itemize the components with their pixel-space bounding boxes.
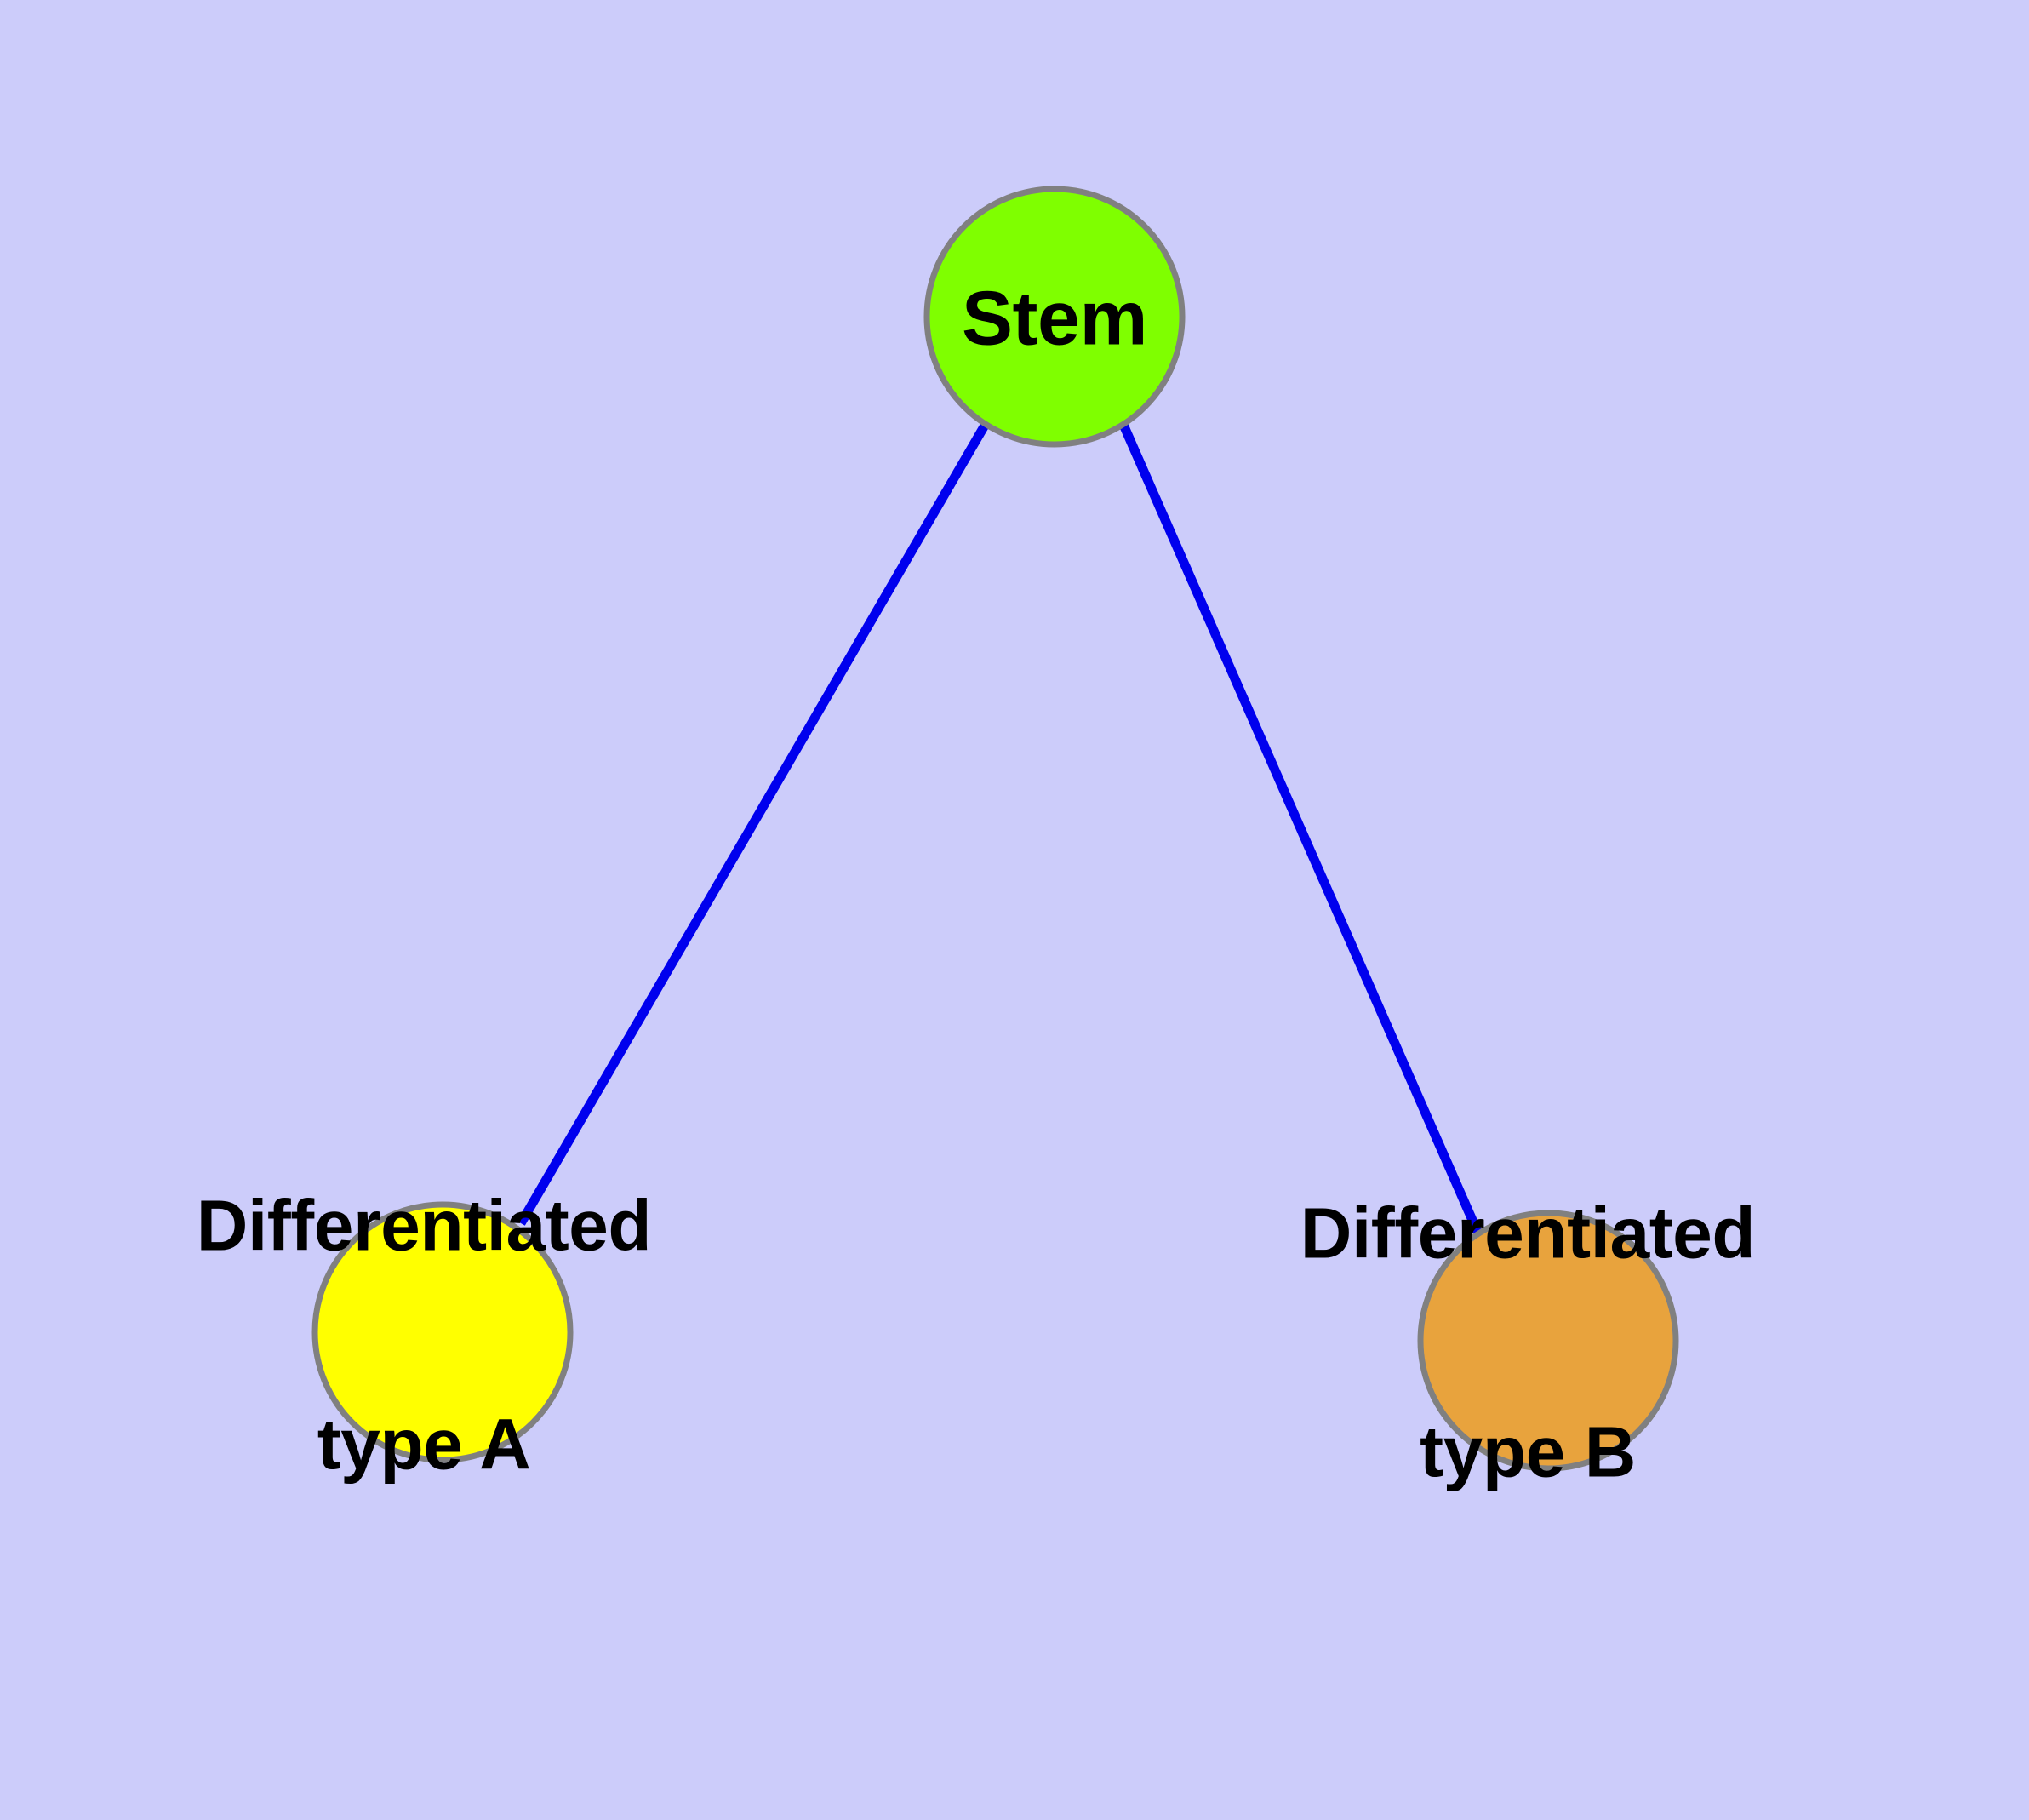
node-circle-stem[interactable] bbox=[923, 186, 1186, 448]
node-circle-type-a[interactable] bbox=[311, 1201, 574, 1463]
node-circle-type-b[interactable] bbox=[1417, 1210, 1679, 1472]
edge-stem-to-type-b[interactable] bbox=[1118, 422, 1483, 1234]
edge-stem-to-type-a[interactable] bbox=[517, 421, 990, 1226]
edge-layer bbox=[517, 421, 1483, 1234]
node-layer bbox=[311, 186, 1679, 1472]
